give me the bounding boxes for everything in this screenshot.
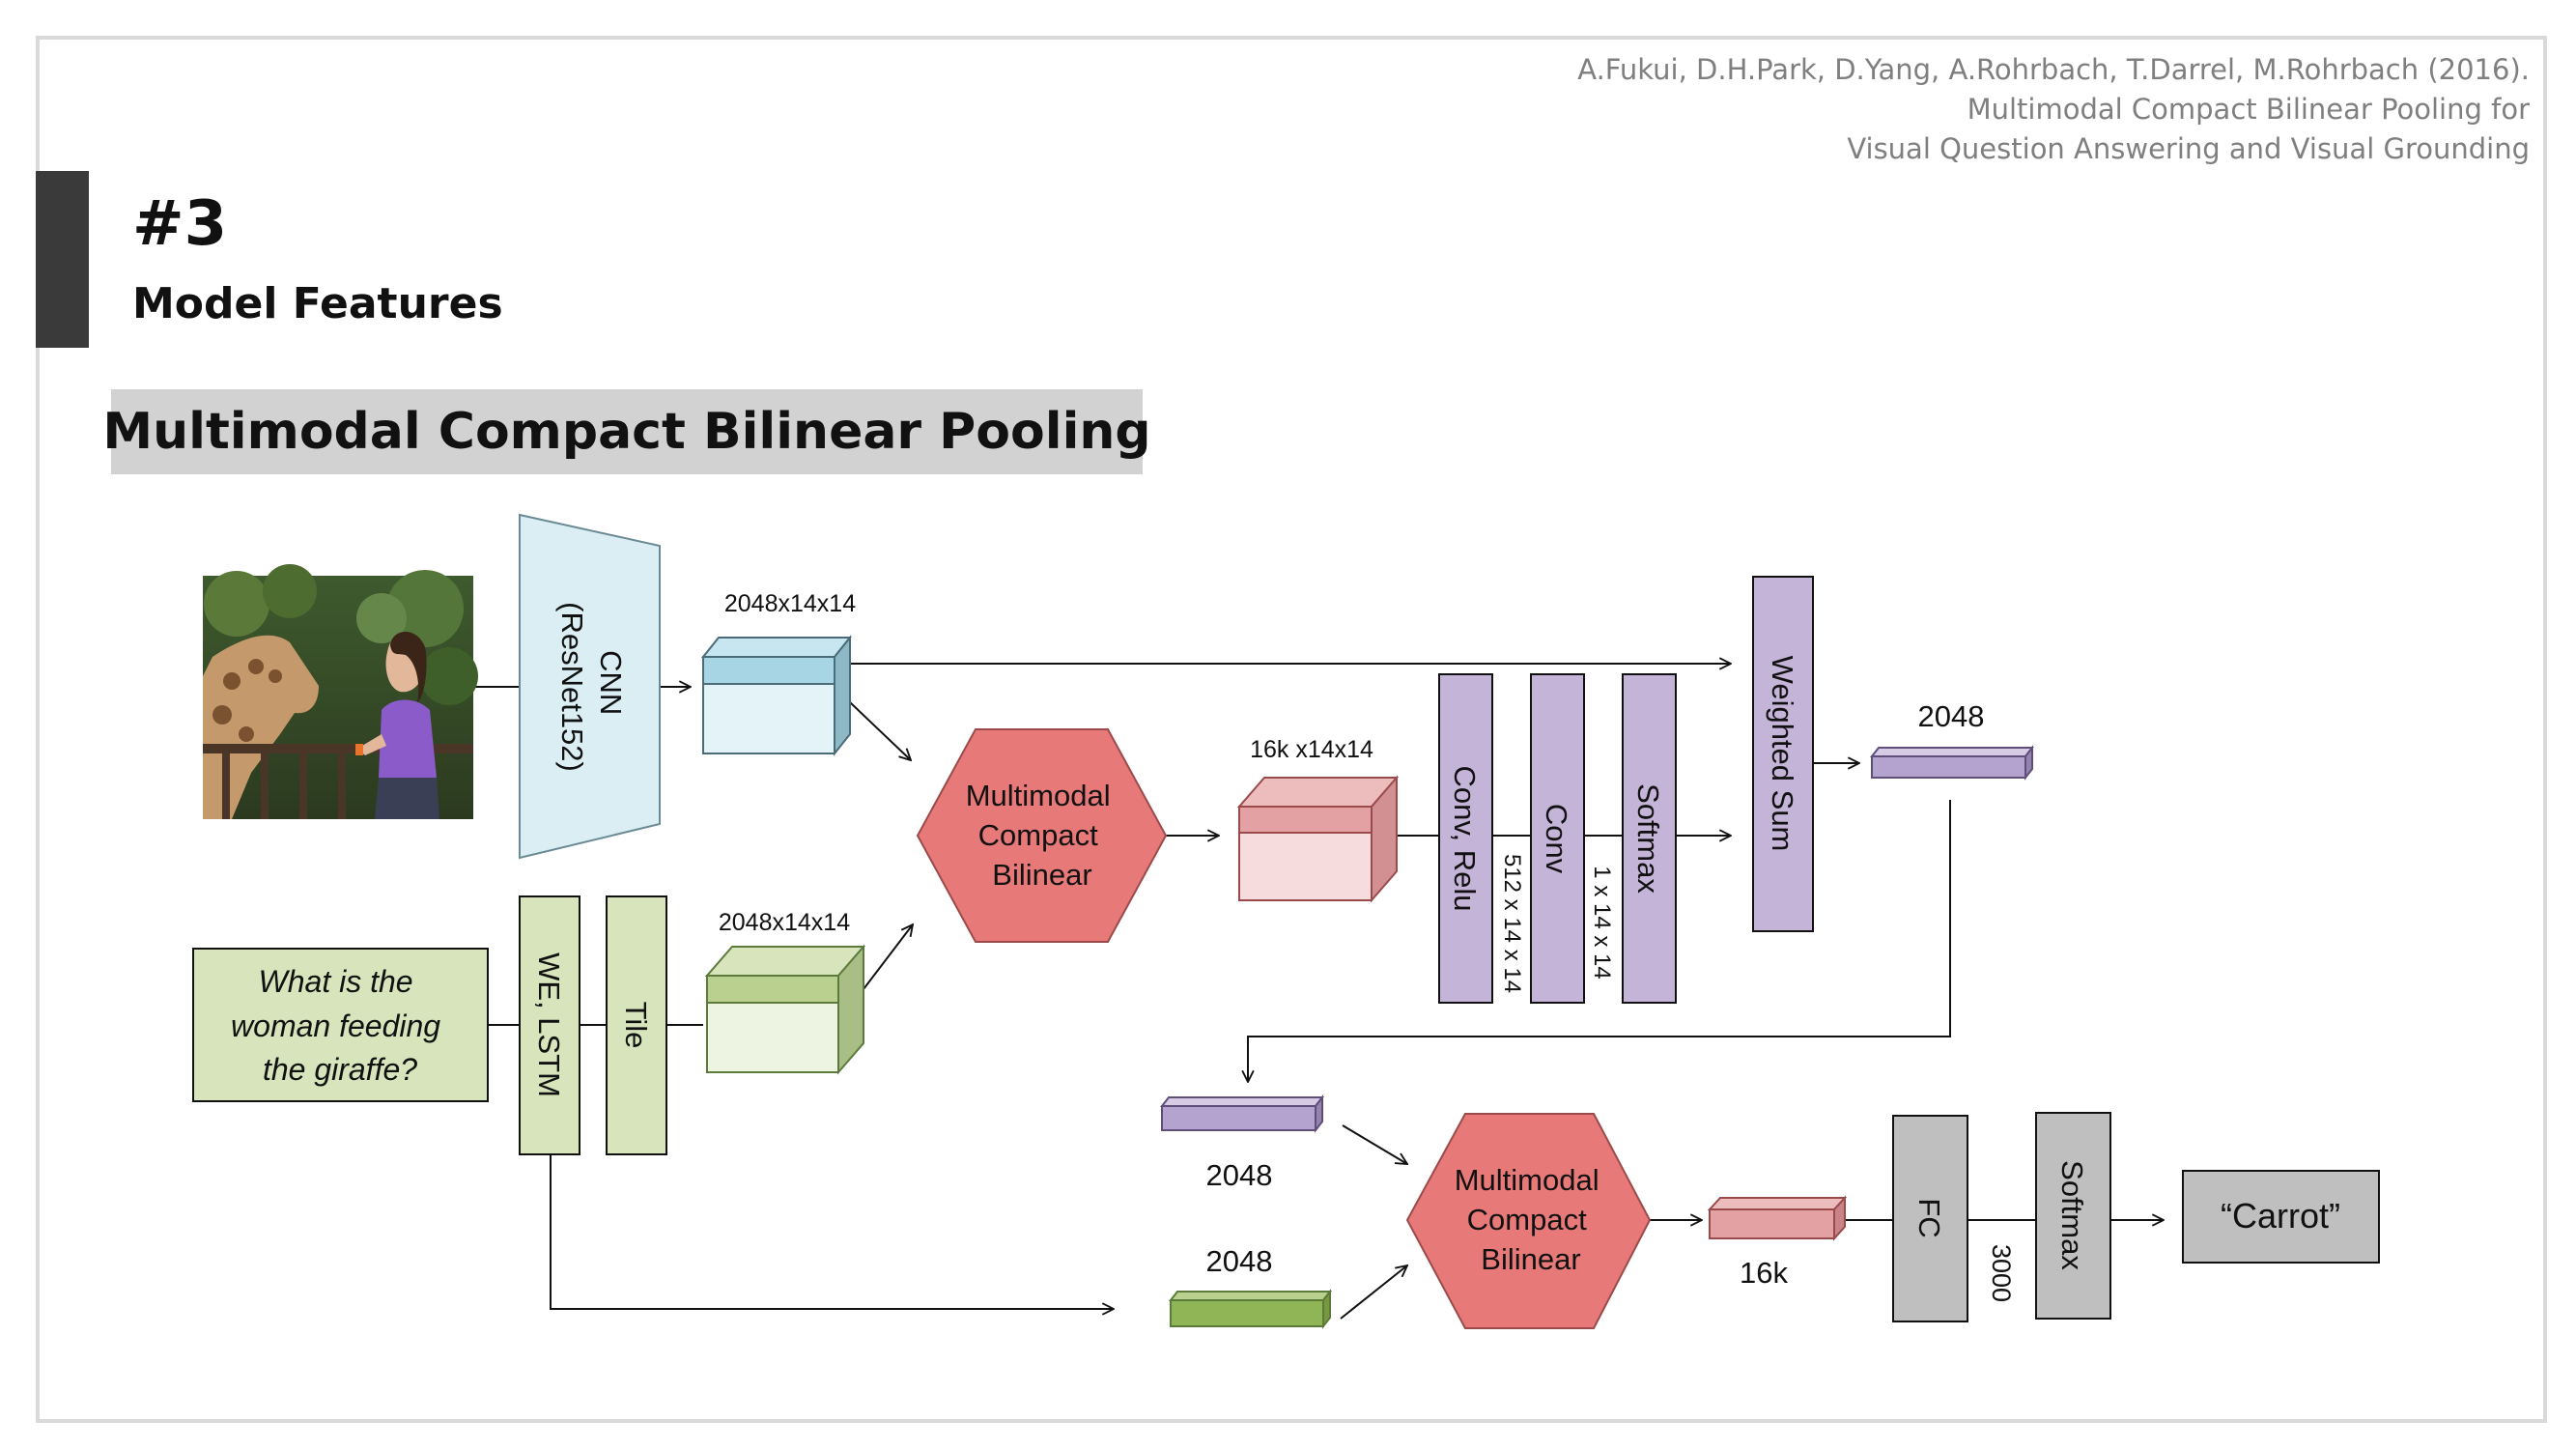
attended-dim: 2048	[1918, 699, 1985, 733]
question-text: What is the woman feeding the giraffe?	[231, 964, 449, 1087]
section-title: Model Features	[132, 279, 503, 328]
arrow-cube-to-mcb1	[849, 701, 911, 760]
mcb1-output-cube	[1236, 775, 1400, 903]
softmax1-label: Softmax	[1631, 783, 1665, 894]
arrow-vector-down-left	[1248, 800, 1951, 1082]
tile-label: Tile	[619, 1002, 653, 1049]
weighted-sum-block: Weighted Sum	[1752, 576, 1814, 932]
arrow-lstm-to-text-vector	[550, 1154, 1114, 1309]
tile-output-dim: 2048x14x14	[719, 909, 850, 936]
citation-title-line1: Multimodal Compact Bilinear Pooling for	[1967, 93, 2530, 126]
we-lstm-block: WE, LSTM	[519, 895, 580, 1155]
softmax2-label: Softmax	[2055, 1160, 2089, 1270]
we-lstm-label: WE, LSTM	[532, 952, 566, 1097]
mcb2-output-vector	[1707, 1195, 1848, 1241]
connectors	[473, 664, 2164, 1320]
citation-authors: A.Fukui, D.H.Park, D.Yang, A.Rohrbach, T…	[1577, 53, 2530, 86]
attended-feature-vector	[1869, 745, 2035, 781]
answer-text: “Carrot”	[2221, 1196, 2340, 1236]
accent-bar	[36, 171, 89, 348]
input-image	[203, 564, 478, 819]
image-feature-cube	[700, 635, 853, 756]
cnn-block: CNN (ResNet152)	[519, 513, 661, 860]
mcb2-label: Multimodal Compact Bilinear	[1455, 1163, 1608, 1276]
mcb1-label: Multimodal Compact Bilinear	[966, 779, 1119, 892]
mcb2-output-dim: 16k	[1740, 1256, 1788, 1290]
text-feature-vector	[1168, 1289, 1333, 1329]
text-feature-cube	[704, 944, 866, 1075]
title-banner: Multimodal Compact Bilinear Pooling	[102, 389, 1151, 474]
cnn-output-dim: 2048x14x14	[724, 590, 856, 617]
cnn-label: CNN (ResNet152)	[555, 602, 628, 772]
banner-title: Multimodal Compact Bilinear Pooling	[102, 403, 1151, 461]
conv-block: Conv	[1530, 673, 1585, 1004]
tile-block: Tile	[606, 895, 667, 1155]
citation-title-line2: Visual Question Answering and Visual Gro…	[1847, 132, 2530, 165]
conv-relu-label: Conv, Relu	[1448, 765, 1482, 911]
citation: A.Fukui, D.H.Park, D.Yang, A.Rohrbach, T…	[1577, 50, 2530, 169]
arrow-green-to-mcb2	[1340, 1265, 1407, 1320]
mcb-block-1: Multimodal Compact Bilinear	[916, 728, 1168, 943]
conv-relu-dim: 512 x 14 x 14	[1499, 854, 1525, 993]
arrow-purple-to-mcb2	[1342, 1124, 1407, 1164]
fc-dim: 3000	[1987, 1244, 2016, 1302]
conv-relu-block: Conv, Relu	[1438, 673, 1493, 1004]
question-box: What is the woman feeding the giraffe?	[192, 948, 489, 1102]
answer-box: “Carrot”	[2182, 1170, 2380, 1264]
text-vector-dim: 2048	[1206, 1244, 1273, 1278]
weighted-sum-label: Weighted Sum	[1766, 656, 1799, 852]
attended-vector-copy	[1159, 1094, 1325, 1133]
softmax-block-2: Softmax	[2035, 1112, 2111, 1320]
fc-block: FC	[1892, 1115, 1968, 1322]
fc-label: FC	[1912, 1198, 1946, 1237]
attended-vector-dim: 2048	[1206, 1158, 1273, 1192]
conv-label: Conv	[1540, 804, 1573, 874]
softmax-block-1: Softmax	[1622, 673, 1677, 1004]
mcb-block-2: Multimodal Compact Bilinear	[1405, 1113, 1652, 1329]
slide-number: #3	[132, 188, 228, 260]
conv-dim: 1 x 14 x 14	[1589, 866, 1615, 979]
mcb1-output-dim: 16k x14x14	[1250, 736, 1373, 763]
